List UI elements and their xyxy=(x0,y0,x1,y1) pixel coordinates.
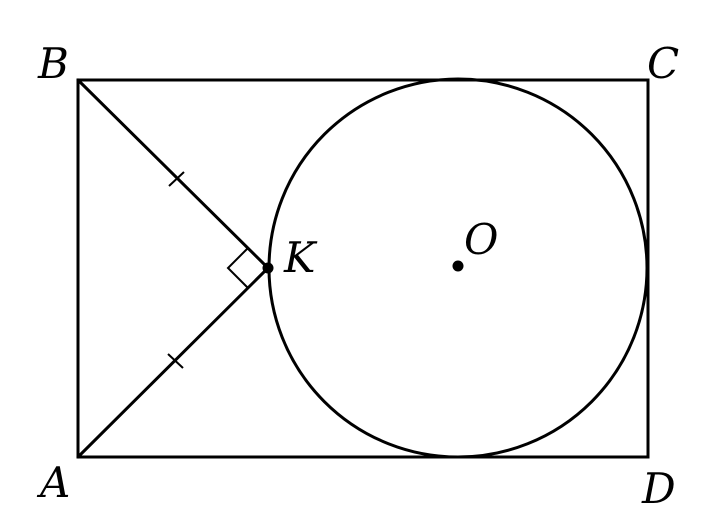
tick-mark-bk xyxy=(168,171,185,187)
segment-bk xyxy=(76,78,270,270)
point-k xyxy=(262,262,274,274)
rectangle-abcd xyxy=(76,78,650,459)
point-o xyxy=(452,260,464,272)
label-c: C xyxy=(647,39,679,88)
label-b: B xyxy=(37,39,69,88)
tick-mark-ak xyxy=(167,353,184,369)
label-k: K xyxy=(283,233,318,282)
segment-ak xyxy=(76,266,270,459)
label-a: A xyxy=(36,458,70,507)
label-d: D xyxy=(641,464,676,513)
right-angle-marker xyxy=(226,247,249,289)
label-o: O xyxy=(464,215,498,264)
